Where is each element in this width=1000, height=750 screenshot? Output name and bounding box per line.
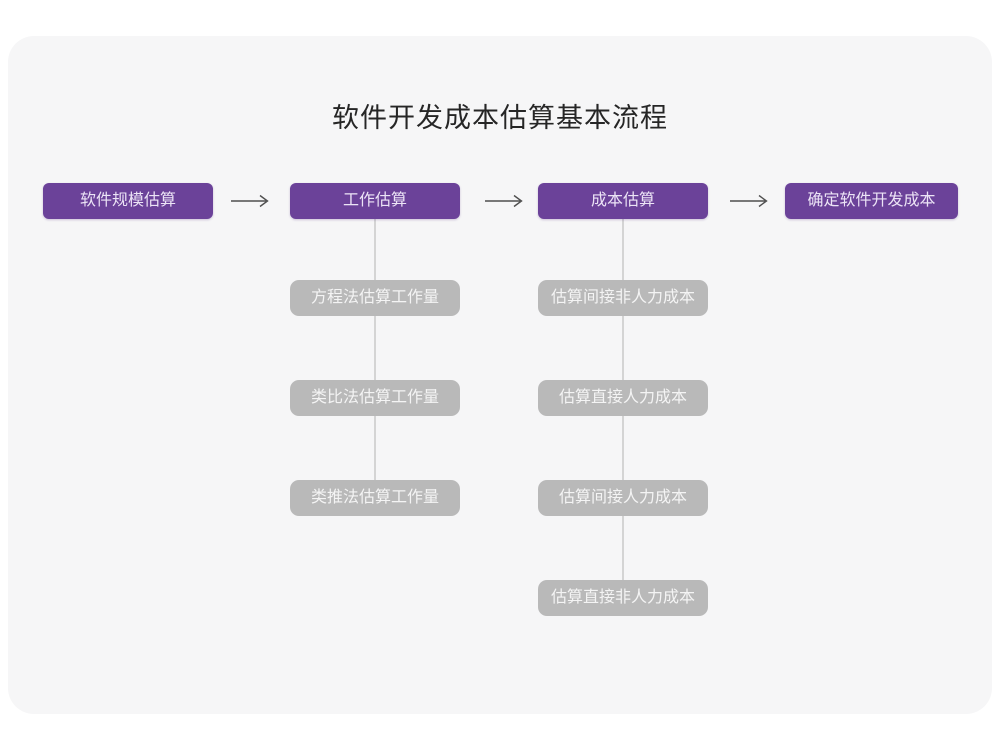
diagram-title: 软件开发成本估算基本流程 (332, 103, 668, 133)
sub-node-indirect-nonlabor-cost: 估算间接非人力成本 (538, 280, 708, 316)
flow-node-work-estimation: 工作估算 (290, 183, 460, 219)
flow-node-software-scale-estimation: 软件规模估算 (43, 183, 213, 219)
sub-node-analogy-method: 类比法估算工作量 (290, 380, 460, 416)
sub-node-indirect-labor-cost: 估算间接人力成本 (538, 480, 708, 516)
arrow-right-icon (729, 194, 769, 208)
sub-node-extrapolation-method: 类推法估算工作量 (290, 480, 460, 516)
arrow-right-icon (484, 194, 524, 208)
sub-node-direct-labor-cost: 估算直接人力成本 (538, 380, 708, 416)
connector-line-work-estimation (374, 219, 376, 487)
flow-node-determine-software-dev-cost: 确定软件开发成本 (785, 183, 958, 219)
arrow-right-icon (230, 194, 270, 208)
sub-node-equation-method: 方程法估算工作量 (290, 280, 460, 316)
sub-node-direct-nonlabor-cost: 估算直接非人力成本 (538, 580, 708, 616)
flow-node-cost-estimation: 成本估算 (538, 183, 708, 219)
diagram-card: 软件开发成本估算基本流程 软件规模估算 工作估算 成本估算 确定软件开发成本 方… (8, 36, 992, 714)
